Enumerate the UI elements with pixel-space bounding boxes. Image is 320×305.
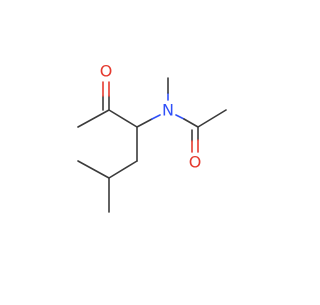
structure-canvas: O N O [77,61,227,213]
bond-n-to-amide-c [183,118,199,128]
molecule-drawing: O N O [77,62,227,213]
amide-oxygen-label: O [189,153,202,172]
bond-ch-to-methyl-left [77,160,110,179]
bond-carbonyl-to-ch [108,109,138,128]
bond-ch-to-n-blue [151,114,161,120]
bond-n-to-amide-c-blue [175,114,185,120]
bond-amide-c-to-methyl [197,109,227,128]
bond-ch-to-n [136,118,153,128]
ketone-oxygen-label: O [100,62,113,81]
bond-methyl-to-carbonyl [77,109,110,128]
nitrogen-label: N [162,101,174,120]
bond-ch2-to-ch [108,160,138,179]
